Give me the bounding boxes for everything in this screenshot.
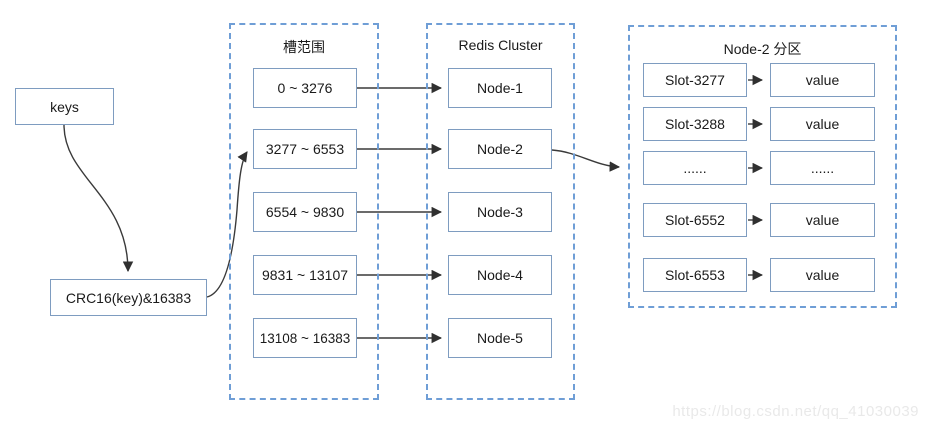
slot-range-title: 槽范围 bbox=[283, 39, 325, 55]
partition-value-box-5: value bbox=[770, 258, 875, 292]
watermark-text: https://blog.csdn.net/qq_41030039 bbox=[672, 403, 919, 420]
partition-value-box-4: value bbox=[770, 203, 875, 237]
partition-slot-box-1: Slot-3277 bbox=[643, 63, 747, 97]
partition-value-box-2: value bbox=[770, 107, 875, 141]
slot-range-box-3: 6554 ~ 9830 bbox=[253, 192, 357, 232]
node-box-3: Node-3 bbox=[448, 192, 552, 232]
node2-partition-container: Node-2 分区 bbox=[628, 25, 897, 308]
partition-slot-box-2: Slot-3288 bbox=[643, 107, 747, 141]
node2-partition-title: Node-2 分区 bbox=[723, 41, 802, 57]
partition-value-box-3: ...... bbox=[770, 151, 875, 185]
partition-slot-box-5: Slot-6553 bbox=[643, 258, 747, 292]
slot-range-box-1: 0 ~ 3276 bbox=[253, 68, 357, 108]
node-box-4: Node-4 bbox=[448, 255, 552, 295]
slot-range-box-2: 3277 ~ 6553 bbox=[253, 129, 357, 169]
keys-box: keys bbox=[15, 88, 114, 125]
partition-slot-box-4: Slot-6552 bbox=[643, 203, 747, 237]
redis-cluster-title: Redis Cluster bbox=[458, 37, 543, 53]
node-box-2: Node-2 bbox=[448, 129, 552, 169]
node-box-1: Node-1 bbox=[448, 68, 552, 108]
arrow-keys-to-hash bbox=[63, 124, 134, 273]
hash-function-box: CRC16(key)&16383 bbox=[50, 279, 207, 316]
node-box-5: Node-5 bbox=[448, 318, 552, 358]
slot-range-box-4: 9831 ~ 13107 bbox=[253, 255, 357, 295]
slot-range-box-5: 13108 ~ 16383 bbox=[253, 318, 357, 358]
partition-value-box-1: value bbox=[770, 63, 875, 97]
partition-slot-box-3: ...... bbox=[643, 151, 747, 185]
